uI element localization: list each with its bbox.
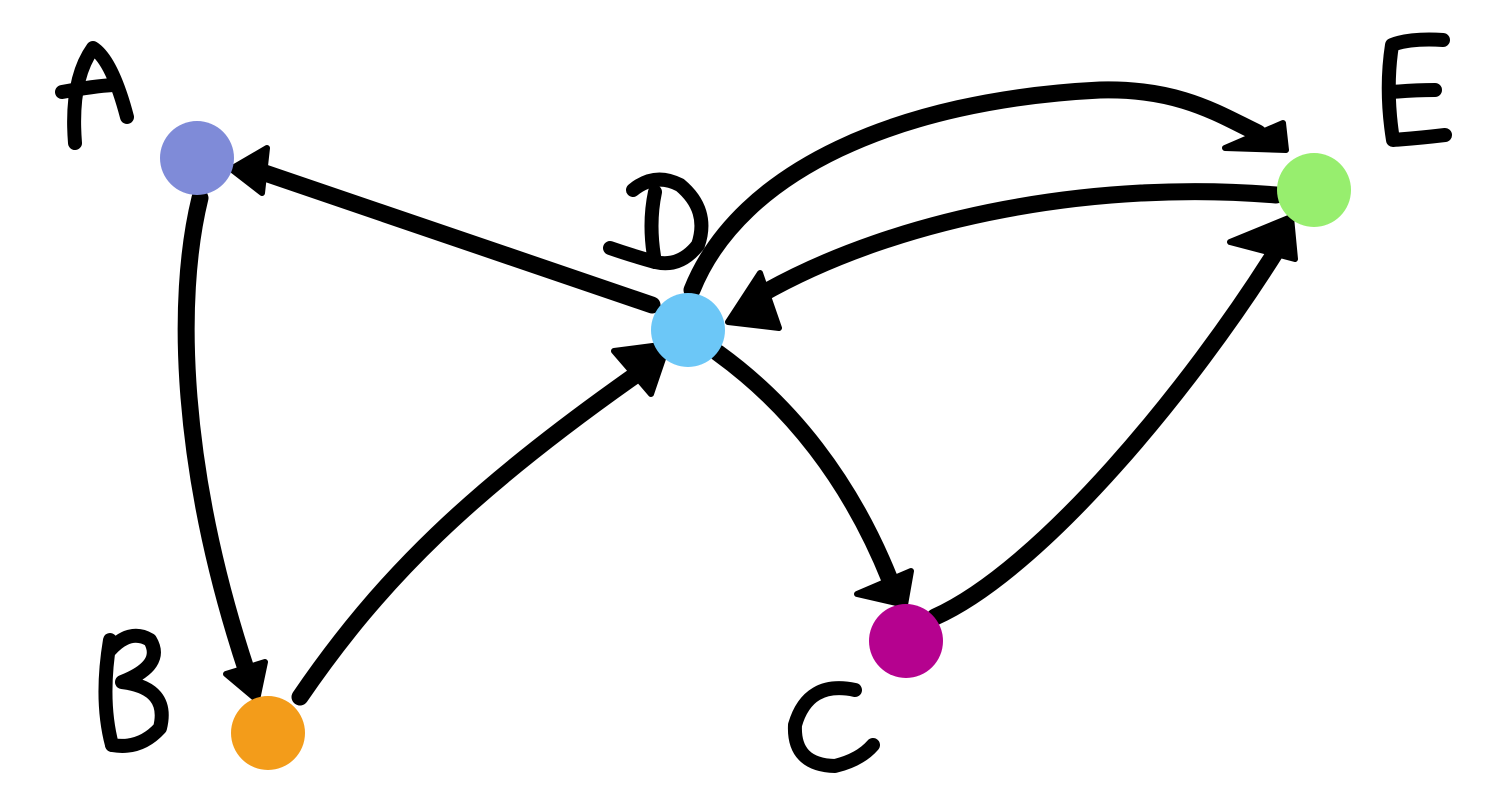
arrowhead-B-to-D bbox=[611, 341, 671, 397]
arrowhead-A-to-B bbox=[223, 659, 268, 703]
node-label-C: C bbox=[787, 681, 880, 773]
edges bbox=[177, 81, 1298, 706]
edge-D-to-E bbox=[683, 81, 1267, 299]
node-D bbox=[651, 293, 725, 367]
edge-A-to-B bbox=[177, 189, 256, 681]
node-A bbox=[160, 121, 234, 195]
node-B bbox=[231, 696, 305, 770]
node-label-E: E bbox=[1381, 32, 1452, 147]
arrowhead-D-to-E bbox=[1222, 120, 1289, 153]
nodes bbox=[160, 121, 1351, 770]
edge-D-to-C bbox=[709, 344, 899, 589]
edge-D-to-A bbox=[253, 163, 661, 314]
node-C bbox=[869, 604, 943, 678]
node-E bbox=[1277, 153, 1351, 227]
node-label-B: B bbox=[98, 628, 169, 753]
node-label-D: D bbox=[603, 172, 709, 271]
arrowhead-E-to-D bbox=[725, 270, 782, 331]
edge-C-to-E bbox=[926, 236, 1289, 626]
arrowhead-D-to-C bbox=[854, 568, 914, 608]
edge-E-to-D bbox=[751, 183, 1285, 304]
arrowhead-D-to-A bbox=[228, 145, 270, 196]
edge-B-to-D bbox=[291, 356, 659, 706]
node-label-D-text: D bbox=[620, 229, 622, 231]
arrowhead-C-to-E bbox=[1227, 214, 1298, 262]
node-label-A: A bbox=[55, 41, 134, 150]
